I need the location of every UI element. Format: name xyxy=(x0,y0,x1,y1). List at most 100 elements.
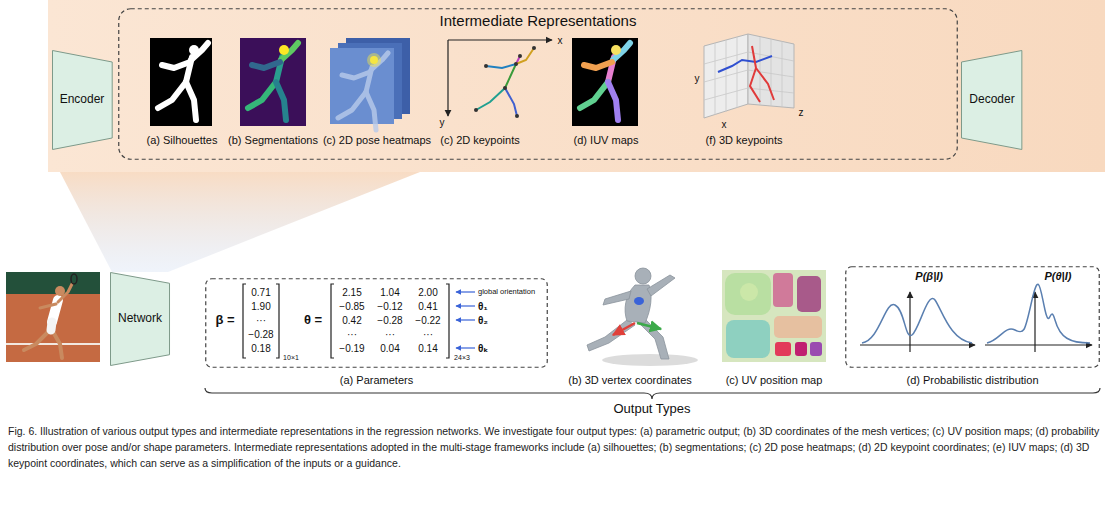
silhouette-image xyxy=(158,43,208,120)
uv-map-image xyxy=(722,270,826,362)
representation-thumbnail: (b) Segmentations xyxy=(226,38,320,148)
network-block: Network xyxy=(110,272,170,366)
representation-band xyxy=(60,172,420,272)
decoder-block: Decoder xyxy=(961,50,1022,150)
segmentation-image xyxy=(279,45,289,55)
uv-map-image xyxy=(773,273,793,307)
matrix-brackets xyxy=(331,284,334,358)
row-annotation: θₖ xyxy=(478,343,488,354)
matrix-brackets xyxy=(446,284,449,358)
segmentation-image xyxy=(240,38,306,126)
keypoint-plot-2d xyxy=(514,62,518,66)
iuv-image xyxy=(608,82,618,120)
node-label: (c) 2D keypoints xyxy=(440,134,519,147)
matrix-size: 24×3 xyxy=(454,354,470,362)
uv-map-image xyxy=(774,316,822,338)
vector-value: 0.71 xyxy=(251,287,270,298)
matrix-brackets xyxy=(243,284,449,358)
iuv-image xyxy=(580,82,608,108)
matrix-brackets xyxy=(276,284,279,358)
vector-value: ··· xyxy=(256,315,266,326)
input-photo xyxy=(40,304,56,308)
axis-label: z xyxy=(799,107,804,118)
keypoint-plot-3d xyxy=(704,34,748,118)
matrix-value: ··· xyxy=(385,329,395,340)
input-photo xyxy=(24,330,50,350)
representation-panel: Intermediate Representations(a) Silhouet… xyxy=(118,8,958,160)
input-photo xyxy=(51,322,52,330)
vector-value: 0.18 xyxy=(251,343,270,354)
distribution-plots xyxy=(1034,292,1035,352)
matrix-size: 10×1 xyxy=(283,354,299,362)
axis-title: P(θ|I) xyxy=(1044,270,1071,283)
node-label: Network xyxy=(118,312,162,326)
keypoint-plot-2d xyxy=(476,48,534,116)
silhouette-image xyxy=(150,38,212,126)
distribution-plots xyxy=(987,284,1090,343)
keypoint-plot-3d xyxy=(704,34,794,118)
keypoint-plot-2d xyxy=(474,46,536,118)
iuv-image xyxy=(572,38,638,126)
iuv-image xyxy=(580,43,630,120)
input-photo xyxy=(55,286,65,296)
matrix-value: −0.85 xyxy=(339,301,364,312)
segmentation-image xyxy=(240,38,306,126)
row-annotation: θ₂ xyxy=(478,315,488,326)
heatmap-image xyxy=(330,38,410,130)
row-arrows xyxy=(456,347,475,348)
vector-value: −0.28 xyxy=(248,329,273,340)
keypoint-plot-3d xyxy=(750,46,774,102)
input-photo xyxy=(6,272,100,362)
mesh-image xyxy=(587,268,698,366)
block-outline xyxy=(962,51,1022,150)
iuv-image xyxy=(572,38,638,126)
matrix-value: 0.14 xyxy=(418,343,437,354)
node-label: (b) 3D vertex coordinates xyxy=(568,374,692,387)
output-bracket xyxy=(205,388,1100,399)
node-label: (a) Parameters xyxy=(340,374,413,387)
mesh-image xyxy=(634,297,644,305)
matrix-value: −0.12 xyxy=(377,301,402,312)
node-label: (a) Silhouettes xyxy=(147,134,218,147)
input-photo xyxy=(6,272,100,294)
node-label: Encoder xyxy=(60,93,105,107)
row-arrows xyxy=(456,305,475,306)
keypoint-plot-3d xyxy=(748,34,794,108)
dashed-outline xyxy=(206,279,548,368)
input-photo xyxy=(52,330,62,358)
distribution-plots xyxy=(909,292,910,352)
input-photo xyxy=(24,284,72,358)
output-thumbnail: (b) 3D vertex coordinates xyxy=(555,262,705,388)
input-photo xyxy=(71,274,77,284)
uv-map-image xyxy=(725,273,771,315)
heatmap-image xyxy=(338,53,388,130)
matrix-brackets xyxy=(243,284,246,358)
block-outline xyxy=(52,51,112,150)
keypoint-plot-2d xyxy=(516,48,534,64)
node-label: (c) UV position map xyxy=(726,374,823,387)
vector-value: 1.90 xyxy=(251,301,270,312)
heatmap-image xyxy=(366,92,376,130)
representation-thumbnail: (c) 2D keypoints xyxy=(438,38,568,148)
mesh-image xyxy=(647,275,675,296)
keypoint-plot-2d xyxy=(486,64,516,68)
encoder-block: Encoder xyxy=(52,50,113,150)
output-panel: (d) Probabilistic distributionP(β|I)P(θ|… xyxy=(845,266,1100,388)
uv-map-image xyxy=(795,342,807,356)
axis-title: P(β|I) xyxy=(915,270,943,283)
output-panel-outline xyxy=(845,266,1100,388)
node-label: (d) IUV maps xyxy=(574,134,639,147)
uv-map-image xyxy=(722,270,826,362)
input-photo xyxy=(6,343,100,345)
matrix-value: −0.19 xyxy=(339,343,364,354)
silhouette-image xyxy=(189,45,199,55)
row-arrows xyxy=(456,292,475,348)
matrix-value: 1.04 xyxy=(380,287,399,298)
axis-label: y xyxy=(440,117,445,128)
matrix-value: ··· xyxy=(423,329,433,340)
mesh-image xyxy=(635,268,651,284)
representation-thumbnail: (f) 3D keypoints xyxy=(690,38,798,148)
keypoint-plot-2d xyxy=(448,40,552,118)
silhouette-image xyxy=(150,38,212,126)
input-photo xyxy=(6,272,100,362)
